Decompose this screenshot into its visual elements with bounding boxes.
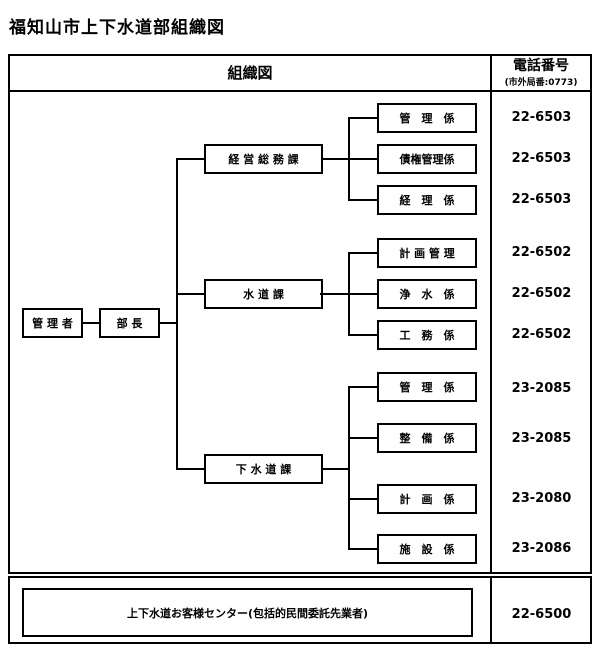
connector-line (160, 322, 178, 324)
org-chart-header: 組織図 (227, 64, 273, 82)
phone-number: 22-6502 (511, 245, 572, 260)
connector-line (176, 158, 204, 160)
phone-number: 23-2080 (511, 491, 572, 506)
org-box-section: 浄 水 係 (377, 279, 477, 309)
connector-line (348, 117, 377, 119)
phone-number: 22-6502 (511, 286, 572, 301)
org-box-section: 計 画 係 (377, 484, 477, 514)
connector-line (83, 322, 99, 324)
connector-line (176, 468, 204, 470)
connector-line (348, 252, 377, 254)
connector-line (348, 334, 377, 336)
org-box-section: 工 務 係 (377, 320, 477, 350)
connector-line (348, 498, 377, 500)
connector-line (321, 468, 350, 470)
org-box-section: 計 画 管 理 (377, 238, 477, 268)
connector-line (348, 437, 377, 439)
org-box-division-suido: 水 道 課 (204, 279, 323, 309)
phone-number: 23-2085 (511, 431, 572, 446)
phone-number: 23-2086 (511, 541, 572, 556)
phone-number: 22-6503 (511, 110, 572, 125)
connector-line (348, 199, 377, 201)
connector-branch (348, 386, 350, 550)
connector-line (348, 158, 377, 160)
org-box-section: 管 理 係 (377, 372, 477, 402)
connector-trunk (176, 158, 178, 470)
column-divider (490, 54, 492, 574)
footer-column-divider (490, 576, 492, 644)
org-box-section: 債権管理係 (377, 144, 477, 174)
connector-line (176, 293, 204, 295)
phone-number: 22-6503 (511, 192, 572, 207)
area-code-note: (市外局番:0773) (504, 78, 578, 88)
org-box-director: 部 長 (99, 308, 160, 338)
org-box-manager: 管 理 者 (22, 308, 83, 338)
connector-line (348, 386, 377, 388)
org-box-section: 整 備 係 (377, 423, 477, 453)
org-box-section: 施 設 係 (377, 534, 477, 564)
connector-line (348, 548, 377, 550)
phone-number: 22-6503 (511, 151, 572, 166)
org-box-division-keiei-somu: 経 営 総 務 課 (204, 144, 323, 174)
phone-number: 22-6502 (511, 327, 572, 342)
org-box-section: 管 理 係 (377, 103, 477, 133)
connector-line (348, 293, 377, 295)
phone-number: 23-2085 (511, 381, 572, 396)
phone-header: 電話番号 (513, 58, 569, 74)
phone-number: 22-6500 (511, 607, 572, 622)
connector-line (321, 158, 350, 160)
customer-center-box: 上下水道お客様センター(包括的民間委託先業者) (22, 588, 473, 637)
page-title: 福知山市上下水道部組織図 (9, 18, 225, 38)
org-box-division-gesuido: 下 水 道 課 (204, 454, 323, 484)
org-box-section: 経 理 係 (377, 185, 477, 215)
connector-line (320, 293, 350, 295)
footer-table-border (8, 576, 592, 644)
header-divider (8, 90, 592, 92)
